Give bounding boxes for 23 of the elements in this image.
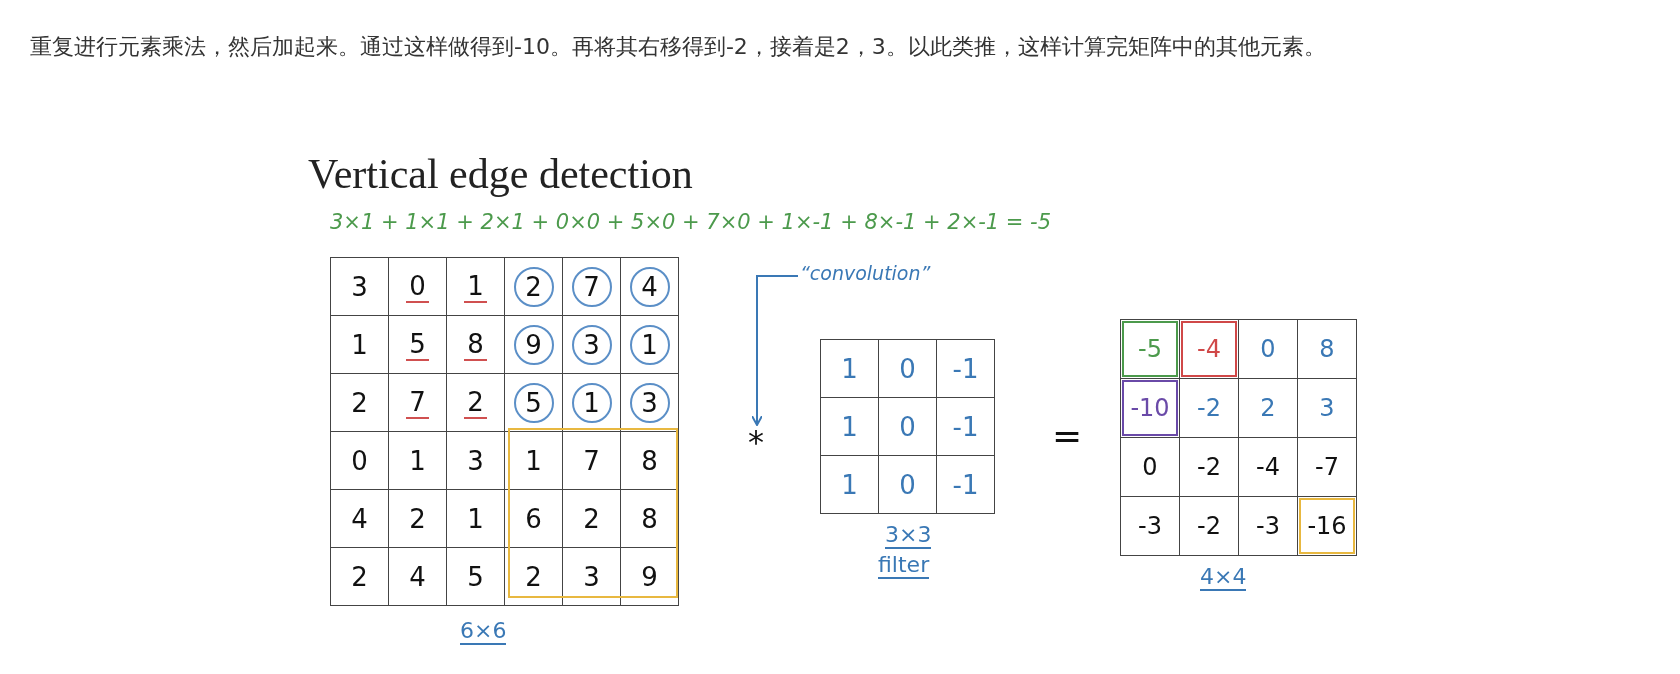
paragraph: 重复进行元素乘法，然后加起来。通过这样做得到-10。再将其右移得到-2，接着是2，3。以此类推，这样计算完矩阵中的其他元素。: [30, 33, 1327, 61]
matrix-cell: 1: [820, 339, 879, 398]
matrix-cell: 3: [330, 257, 389, 316]
equals-sign: =: [1052, 415, 1083, 456]
matrix-cell: 2: [330, 547, 389, 606]
annotation-text: “convolution”: [800, 262, 931, 284]
arrow: [751, 275, 799, 426]
matrix-cell: 8: [1297, 319, 1357, 379]
matrix-cell: 1: [820, 455, 879, 514]
operator-symbol: *: [748, 426, 764, 458]
caption-text: filter: [878, 552, 930, 579]
matrix-cell: -3: [1120, 496, 1180, 556]
figure-title: Vertical edge detection: [308, 150, 693, 198]
matrix-cell: 9: [620, 547, 679, 606]
matrix-size: 3×3: [885, 522, 932, 549]
matrix-cell: -16: [1297, 496, 1357, 556]
matrix-cell: -5: [1120, 319, 1180, 379]
matrix-cell: -1: [936, 455, 995, 514]
circled-number: 4: [620, 257, 679, 316]
matrix-size: 4×4: [1200, 564, 1247, 591]
matrix-size: 6×6: [460, 618, 507, 645]
matrix-cell: -1: [936, 339, 995, 398]
handwritten-formula: 3×1 + 1×1 + 2×1 + 0×0 + 5×0 + 7×0 + 1×-1 + 8×-1 + 2×-1 = -5: [330, 210, 1052, 234]
